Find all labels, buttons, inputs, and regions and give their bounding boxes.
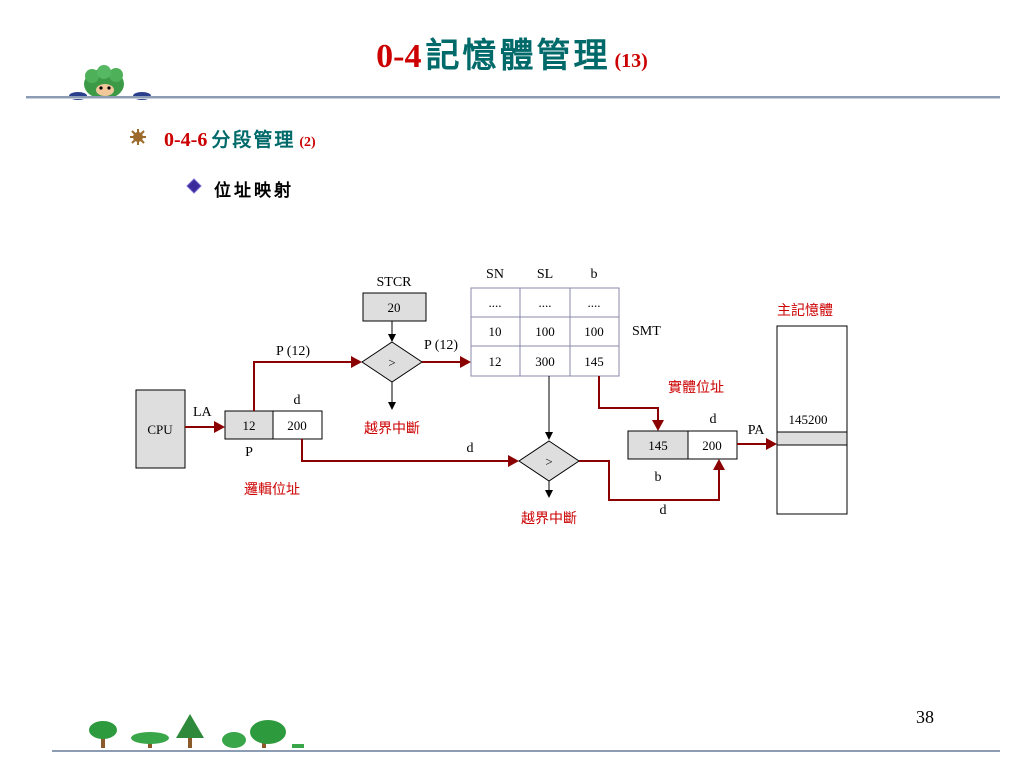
pa-label: PA [748, 423, 766, 438]
smt-value: .... [539, 295, 552, 310]
smt-value: 300 [535, 354, 555, 369]
label-d-top: d [294, 393, 301, 408]
label-d-bottom: d [660, 503, 667, 518]
p-to-comparator-arrow [253, 361, 353, 411]
title-number: 0-4 [376, 38, 422, 75]
d-to-comparator-arrow [301, 439, 510, 462]
footer-divider [52, 750, 1000, 752]
comparator-2-symbol: > [545, 454, 552, 469]
bullet-level-2: 位址映射 [214, 181, 294, 201]
smt-header-b: b [591, 267, 598, 282]
trees-decoration-icon [89, 714, 304, 748]
title-sub: (13) [614, 50, 648, 72]
p12-left-label: P (12) [276, 344, 310, 359]
smt-value: 100 [584, 324, 604, 339]
mascot-icon [69, 65, 151, 100]
title-text: 記憶體管理 [425, 36, 611, 76]
la-label: LA [193, 405, 213, 420]
header-divider [26, 96, 1000, 99]
smt-cell [470, 345, 521, 377]
star-bullet-icon [130, 129, 146, 145]
smt-value: 100 [535, 324, 555, 339]
cpu-box [135, 389, 186, 469]
overflow-2-label: 越界中斷 [521, 511, 577, 527]
smt-value: .... [489, 295, 502, 310]
memory-value: 145200 [789, 412, 828, 427]
main-memory-label: 主記憶體 [777, 302, 833, 319]
cpu-label: CPU [147, 422, 173, 437]
smt-value: .... [588, 295, 601, 310]
smt-cell [569, 316, 620, 347]
physical-d-value: 200 [702, 438, 722, 453]
smt-header-sl: SL [537, 267, 553, 282]
d-mid-label: d [467, 441, 474, 456]
stcr-value: 20 [388, 300, 401, 315]
main-memory-box [776, 325, 848, 515]
smt-cell [519, 316, 571, 347]
stcr-box [362, 292, 427, 322]
logical-address-label: 邏輯位址 [244, 482, 300, 498]
comparator-1-symbol: > [388, 355, 395, 370]
logical-p-cell [224, 410, 274, 440]
logical-d-value: 200 [287, 418, 307, 433]
overflow-1-label: 越界中斷 [364, 421, 420, 437]
memory-target-slot [776, 431, 848, 446]
page-number: 38 [916, 707, 934, 727]
b-to-physical-arrow [598, 376, 659, 422]
bullet-level-1: 0-4-6 分段管理 (2) [164, 125, 316, 152]
bullet-sub: (2) [299, 135, 316, 150]
label-p-bottom: P [245, 445, 253, 460]
bullet-text: 分段管理 [211, 129, 296, 151]
comparator-to-physical-arrow [579, 460, 720, 501]
smt-value: 12 [489, 354, 502, 369]
slide-title: 0-4 記憶體管理 (13) [0, 28, 1024, 77]
physical-b-value: 145 [648, 438, 668, 453]
smt-value: 145 [584, 354, 604, 369]
physical-d-cell [687, 430, 738, 460]
smt-label: SMT [632, 324, 661, 339]
smt-value: 10 [489, 324, 502, 339]
diamond-bullet-icon [186, 178, 202, 194]
smt-cell [569, 287, 620, 318]
label-b: b [655, 470, 662, 485]
logical-p-value: 12 [243, 418, 256, 433]
smt-cell [519, 345, 571, 377]
phys-d-top-label: d [710, 412, 717, 427]
smt-header-sn: SN [486, 267, 504, 282]
stcr-label: STCR [376, 275, 412, 290]
smt-cell [470, 287, 521, 318]
physical-address-label: 實體位址 [668, 379, 724, 396]
p12-right-label: P (12) [424, 338, 458, 353]
physical-b-cell [627, 430, 689, 460]
smt-cell [569, 345, 620, 377]
bullet-number: 0-4-6 [164, 129, 208, 151]
logical-d-cell [272, 410, 323, 440]
